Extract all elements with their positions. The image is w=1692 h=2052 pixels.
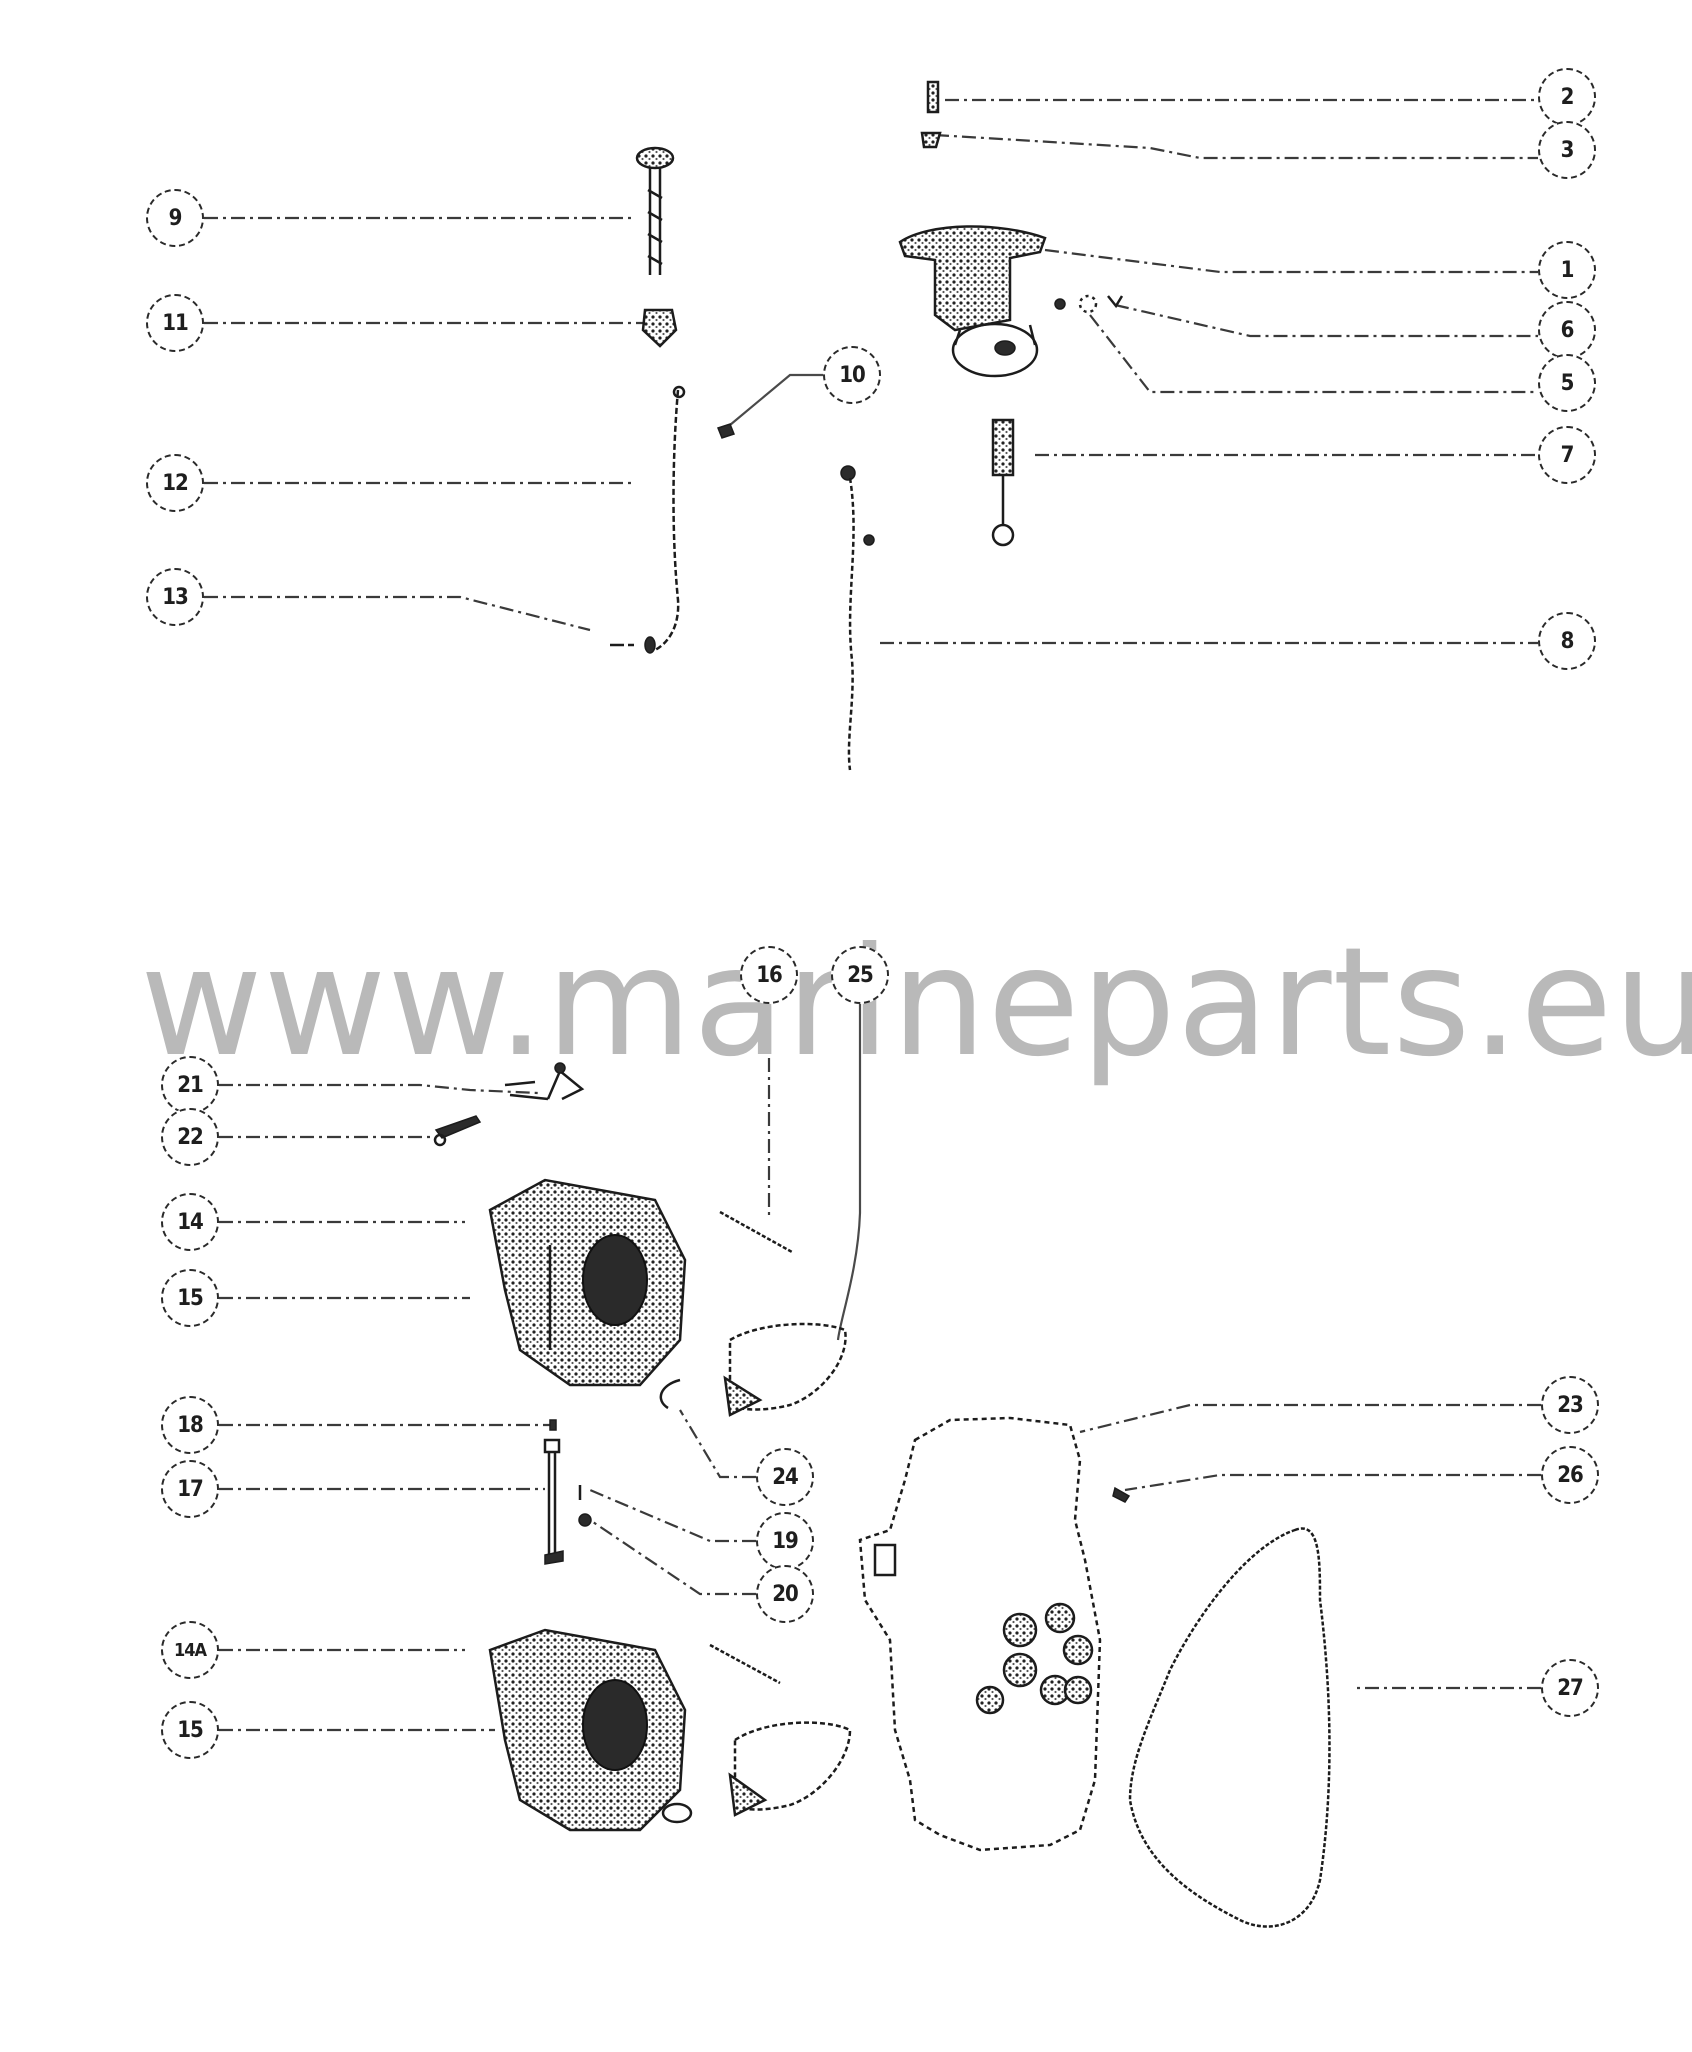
callout-12[interactable]: 12 <box>146 454 204 512</box>
callout-label: 25 <box>847 962 874 988</box>
callout-label: 27 <box>1557 1675 1584 1701</box>
fitting-part-6 <box>1107 295 1124 309</box>
fuel-line-part-12 <box>654 385 686 652</box>
callout-label: 14 <box>177 1209 204 1235</box>
o-ring-part-24 <box>659 1378 681 1410</box>
callout-label: 21 <box>177 1072 204 1098</box>
callout-label: 2 <box>1560 84 1575 110</box>
needle-part-18 <box>549 1419 557 1431</box>
hose-part-8 <box>840 465 875 771</box>
screw-part-26 <box>1112 1486 1131 1503</box>
callout-label: 15 <box>177 1717 204 1743</box>
callout-9[interactable]: 9 <box>146 189 204 247</box>
callout-22[interactable]: 22 <box>161 1108 219 1166</box>
callout-24[interactable]: 24 <box>756 1448 814 1506</box>
o-ring-lower <box>661 1802 693 1824</box>
seat-part-20 <box>578 1513 592 1527</box>
callout-20[interactable]: 20 <box>756 1565 814 1623</box>
filter-element-part-7 <box>991 418 1015 547</box>
callout-label: 15 <box>177 1285 204 1311</box>
callout-label: 9 <box>168 205 183 231</box>
callout-16[interactable]: 16 <box>740 946 798 1004</box>
grommet-part-11 <box>641 308 678 348</box>
callout-27[interactable]: 27 <box>1541 1659 1599 1717</box>
callout-3[interactable]: 3 <box>1538 121 1596 179</box>
screw-part-22 <box>433 1115 482 1147</box>
manifold-part-23 <box>858 1416 1102 1852</box>
clamp-part-13 <box>610 636 656 654</box>
callout-11[interactable]: 11 <box>146 294 204 352</box>
callout-26[interactable]: 26 <box>1541 1446 1599 1504</box>
callout-14a[interactable]: 14A <box>161 1621 219 1679</box>
callout-label: 19 <box>772 1528 799 1554</box>
fitting-part-10 <box>717 423 735 439</box>
callout-15[interactable]: 15 <box>161 1269 219 1327</box>
callout-label: 16 <box>756 962 783 988</box>
leader-lines-upper-left <box>204 216 823 632</box>
callout-15-lower[interactable]: 15 <box>161 1701 219 1759</box>
callout-17[interactable]: 17 <box>161 1460 219 1518</box>
callout-6[interactable]: 6 <box>1538 301 1596 359</box>
callout-label: 14A <box>173 1639 207 1661</box>
callout-14[interactable]: 14 <box>161 1193 219 1251</box>
callout-label: 6 <box>1560 317 1575 343</box>
gasket-lower <box>728 1721 852 1817</box>
callout-18[interactable]: 18 <box>161 1396 219 1454</box>
callout-label: 10 <box>839 362 866 388</box>
carburetor-part-14 <box>488 1178 687 1387</box>
carburetor-part-14a <box>488 1628 687 1832</box>
callout-label: 17 <box>177 1476 204 1502</box>
leader-lines-upper-right <box>880 98 1538 645</box>
callout-21[interactable]: 21 <box>161 1056 219 1114</box>
washer-part-3 <box>920 131 942 149</box>
gasket-part-25 <box>723 1322 847 1417</box>
pin-part-16 <box>719 1210 793 1254</box>
callout-label: 22 <box>177 1124 204 1150</box>
callout-19[interactable]: 19 <box>756 1512 814 1570</box>
callout-label: 11 <box>162 310 189 336</box>
callout-label: 20 <box>772 1581 799 1607</box>
callout-25[interactable]: 25 <box>831 946 889 1004</box>
callout-label: 8 <box>1560 628 1575 654</box>
screw-part-2 <box>926 80 940 114</box>
callout-label: 18 <box>177 1412 204 1438</box>
callout-1[interactable]: 1 <box>1538 241 1596 299</box>
filter-housing-part-1 <box>898 225 1047 378</box>
callout-13[interactable]: 13 <box>146 568 204 626</box>
washer-part-5 <box>1054 294 1098 314</box>
callout-7[interactable]: 7 <box>1538 426 1596 484</box>
bolt-part-9 <box>635 146 675 275</box>
callout-label: 3 <box>1560 137 1575 163</box>
callout-10[interactable]: 10 <box>823 346 881 404</box>
callout-label: 23 <box>1557 1392 1584 1418</box>
callout-label: 12 <box>162 470 189 496</box>
pin-lower <box>709 1643 781 1685</box>
jet-part-17 <box>543 1438 564 1565</box>
callout-2[interactable]: 2 <box>1538 68 1596 126</box>
callout-label: 24 <box>772 1464 799 1490</box>
callout-label: 7 <box>1560 442 1575 468</box>
callout-label: 1 <box>1560 257 1575 283</box>
callout-label: 5 <box>1560 370 1575 396</box>
callout-label: 13 <box>162 584 189 610</box>
callout-23[interactable]: 23 <box>1541 1376 1599 1434</box>
callout-label: 26 <box>1557 1462 1584 1488</box>
gasket-part-27 <box>1128 1527 1331 1928</box>
leader-lines-lower <box>219 1004 1541 1732</box>
callout-8[interactable]: 8 <box>1538 612 1596 670</box>
lever-part-21 <box>504 1062 585 1101</box>
callout-5[interactable]: 5 <box>1538 354 1596 412</box>
